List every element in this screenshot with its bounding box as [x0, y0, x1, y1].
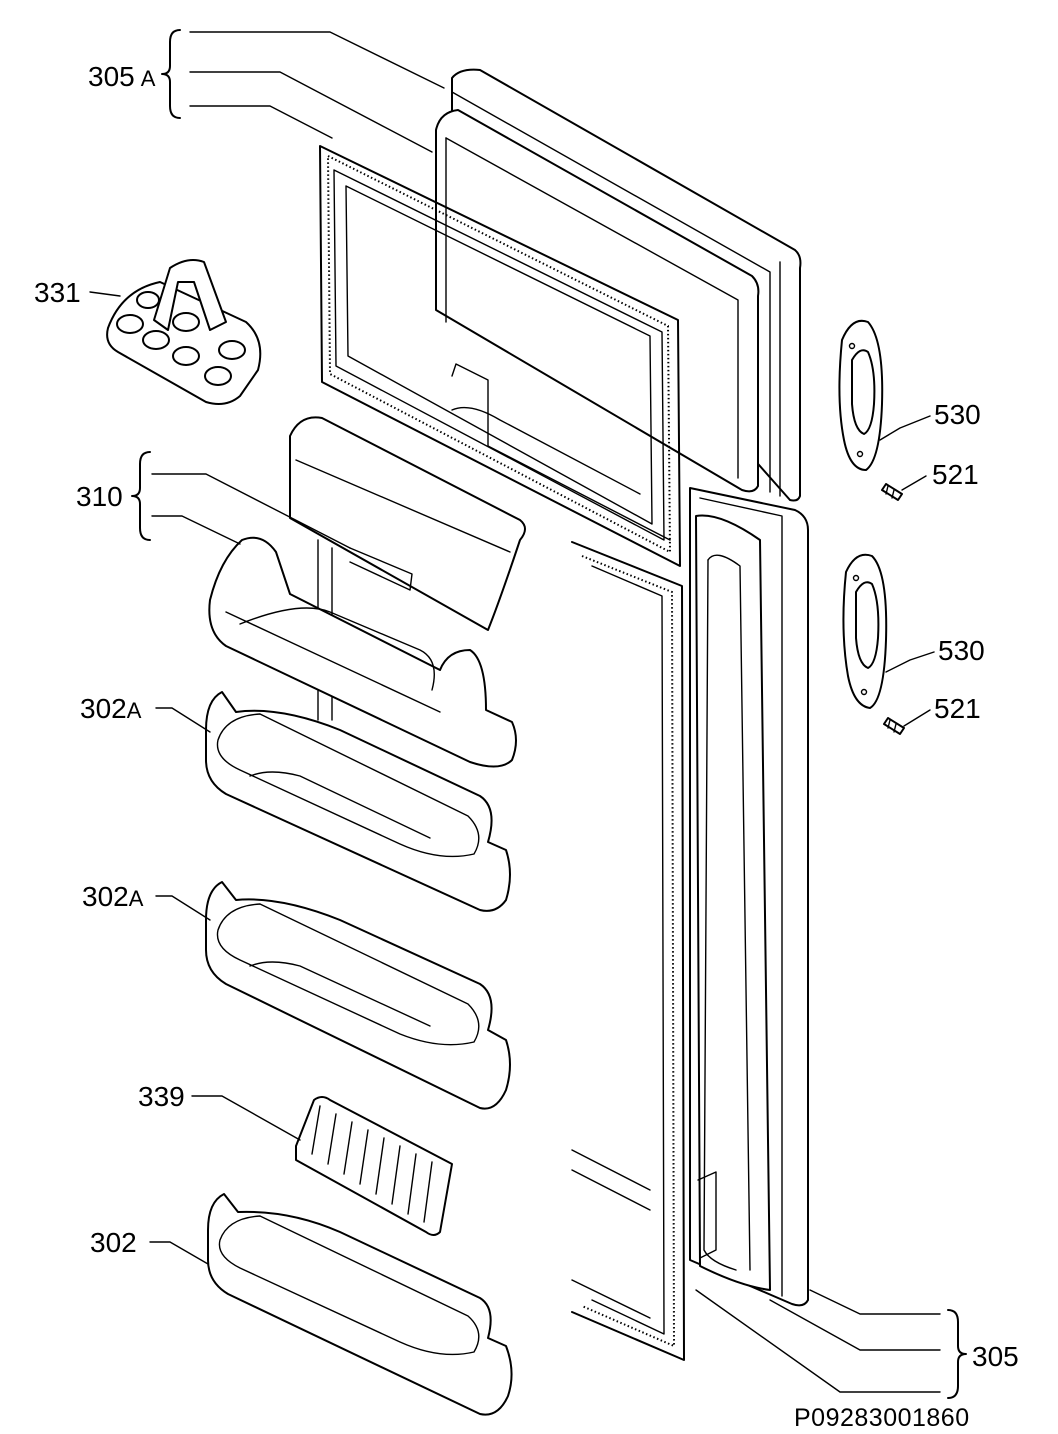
- egg-tray: [106, 259, 262, 405]
- freezer-door-assembly: [319, 68, 802, 567]
- label-521-upper: 521: [932, 459, 979, 490]
- fridge-gasket: [571, 541, 685, 1361]
- fridge-door-liner: [695, 514, 771, 1291]
- hinge-cover-upper: [838, 319, 884, 471]
- door-bin-302a-lower: [205, 881, 511, 1110]
- label-310: 310: [76, 481, 123, 512]
- hinge-cover-lower: [842, 553, 888, 709]
- bottle-retainer: [295, 1096, 453, 1236]
- dairy-compartment: [208, 416, 526, 768]
- leader-lines: [89, 31, 941, 1393]
- brace-310: [131, 451, 151, 541]
- label-302: 302: [90, 1227, 137, 1258]
- label-530-upper: 530: [934, 399, 981, 430]
- label-530-lower: 530: [938, 635, 985, 666]
- label-302a-lower: 302A: [82, 881, 144, 912]
- label-521-lower: 521: [934, 693, 981, 724]
- freezer-gasket: [319, 145, 681, 567]
- label-302a-upper: 302A: [80, 693, 142, 724]
- brace-305a: [161, 29, 181, 119]
- dairy-compartment-lid: [289, 416, 526, 631]
- screw-lower: [883, 717, 905, 735]
- dairy-compartment-tray: [208, 536, 517, 768]
- fridge-door-assembly: [317, 363, 809, 1361]
- drawing-reference-number: P09283001860: [794, 1404, 970, 1432]
- door-bin-302a-upper: [205, 691, 511, 912]
- screw-upper: [881, 483, 903, 501]
- label-305: 305: [972, 1341, 1019, 1372]
- label-331: 331: [34, 277, 81, 308]
- brace-305: [947, 1309, 967, 1399]
- label-339: 339: [138, 1081, 185, 1112]
- bottle-bin: [207, 1193, 513, 1416]
